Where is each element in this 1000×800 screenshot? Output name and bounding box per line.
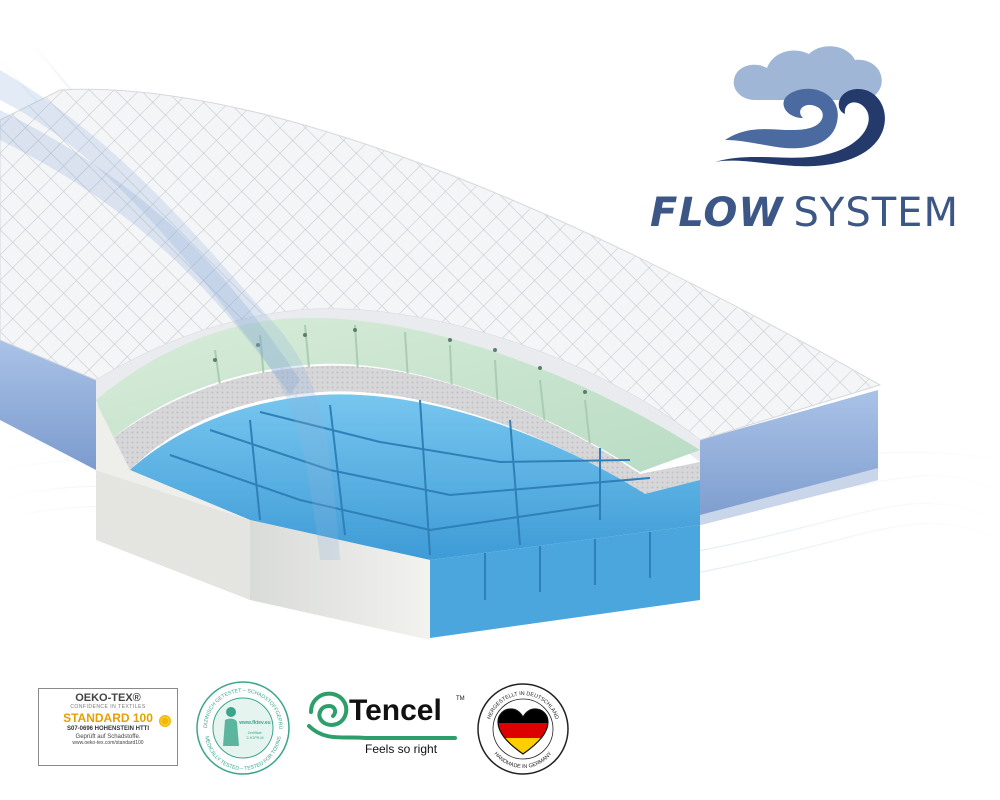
woman-figure-icon xyxy=(223,707,239,746)
fktev-cert-label: Zertifikat: xyxy=(248,731,263,735)
logo-word-flow: FLOW xyxy=(650,190,784,236)
oeko-code: S07-0696 HOHENSTEIN HTTI xyxy=(66,726,150,732)
fktev-seal: MEDIZINISCH GETESTET – SCHADSTOFFGEPRÜFT… xyxy=(195,680,290,775)
tencel-tagline: Feels so right xyxy=(365,742,438,756)
tencel-badge: Tencel TM Feels so right xyxy=(305,690,465,770)
cloud-wave-icon xyxy=(715,46,885,167)
made-in-germany-seal: HERGESTELLT IN DEUTSCHLAND HANDMADE IN G… xyxy=(477,683,569,775)
oeko-standard: STANDARD 100 xyxy=(63,711,153,725)
fktev-cert-no: 2-H1PR-M xyxy=(247,736,264,740)
oeko-line2: www.oeko-tex.com/standard100 xyxy=(72,740,144,746)
oeko-subtitle: CONFIDENCE IN TEXTILES xyxy=(70,704,146,710)
fktev-url: www.fktev.eu xyxy=(238,720,270,726)
oeko-tex-badge: OEKO-TEX® CONFIDENCE IN TEXTILES STANDAR… xyxy=(38,688,178,766)
tencel-tm: TM xyxy=(456,696,465,702)
tencel-leaf-icon xyxy=(307,691,457,740)
logo-word-system: SYSTEM xyxy=(793,190,959,236)
tencel-brand: Tencel xyxy=(349,694,442,727)
sun-icon xyxy=(159,715,171,727)
oeko-title: OEKO-TEX® xyxy=(75,692,141,704)
oeko-line1: Geprüft auf Schadstoffe. xyxy=(75,734,141,740)
